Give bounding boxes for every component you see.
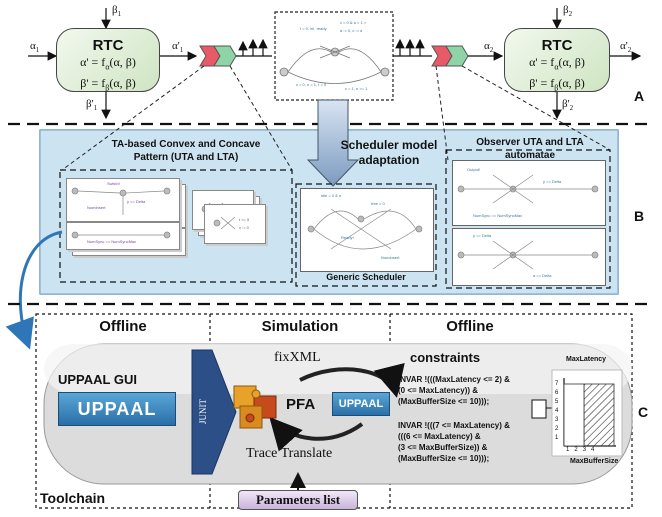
generic-scheduler-label: Generic Scheduler <box>326 272 406 282</box>
chart-ylabel: MaxLatency <box>566 356 607 363</box>
parameters-list-box[interactable]: Parameters list <box>238 490 358 510</box>
rtc-right-title: RTC <box>541 37 573 54</box>
uppaal-gui-label: UPPAAL GUI <box>58 372 137 387</box>
rtc-block-right: RTC α' = fα(α, β) β' = fβ(α, β) <box>504 28 610 93</box>
svg-text:y == Delta: y == Delta <box>543 179 562 184</box>
invar-constraint-2: INVAR !(((7 <= MaxLatency) & (((6 <= Max… <box>398 421 510 463</box>
rtc-block-left: RTC α' = fα(α, β) β' = fβ(α, β) <box>56 28 160 93</box>
rtc-right-f1: α' = fα(α, β) <box>529 55 585 72</box>
fixxml-label: fixXML <box>274 350 321 365</box>
svg-text:NumInsert: NumInsert <box>87 205 106 210</box>
svg-text:x := 0: x := 0 <box>239 225 250 230</box>
adaptation-arrow <box>306 99 360 187</box>
chart-ytick: 3 <box>555 417 559 423</box>
chart-ytick: 6 <box>555 390 559 396</box>
beta2-label: β2 <box>563 4 573 19</box>
pattern-dashbox <box>59 169 293 283</box>
pattern-card-small-2: t <= 5 x := 0 <box>204 204 266 244</box>
svg-text:c = 0 & a = 1 >: c = 0 & a = 1 > <box>340 20 367 25</box>
chart-xtick: 3 <box>582 447 587 453</box>
chart-ytick: 1 <box>555 435 559 441</box>
svg-text:Switch!: Switch! <box>107 181 120 186</box>
rtc-right-f2: β' = fβ(α, β) <box>529 76 585 93</box>
observer-dashbox <box>445 149 611 289</box>
connector-box <box>531 399 547 419</box>
toolchain-label: Toolchain <box>40 490 106 506</box>
rtc-left-title: RTC <box>92 37 124 54</box>
chart-xlabel: MaxBufferSize <box>570 458 619 465</box>
section-b-label: B <box>634 208 645 224</box>
svg-text:free = 0: free = 0 <box>371 201 385 206</box>
svg-text:t = 0, in!, ready: t = 0, in!, ready <box>300 26 327 31</box>
chart-ytick: 7 <box>555 381 559 387</box>
generic-scheduler-model: idle = 0 & n free = 0 Ready! NumInsert <box>300 188 434 272</box>
constraints-label: constraints <box>410 350 481 365</box>
svg-text:NumInsert: NumInsert <box>381 255 400 260</box>
offline-right-heading: Offline <box>446 318 494 335</box>
rtc-left-f2: β' = fβ(α, β) <box>80 76 136 93</box>
lta-pattern-card: NumSync == NumSyncMax <box>66 222 180 250</box>
alpha2-label: α2 <box>484 40 494 55</box>
scheduler-adaptation-title: Scheduler model adaptation <box>340 138 438 167</box>
svg-text:c = 0, n = 1, t = 0: c = 0, n = 1, t = 0 <box>296 82 327 87</box>
svg-text:idle = 0 & n: idle = 0 & n <box>321 193 341 198</box>
pattern-block-left <box>199 45 237 67</box>
chart-ytick: 5 <box>555 399 559 405</box>
svg-text:y == Delta: y == Delta <box>473 233 492 238</box>
trace-translate-label: Trace Translate <box>246 446 333 461</box>
alpha2p-label: α'2 <box>620 40 632 55</box>
alpha1-label: α1 <box>30 40 40 55</box>
beta1-label: β1 <box>112 4 122 19</box>
scheduler-dashbox <box>295 183 437 287</box>
invar-constraint-1: INVAR !(((MaxLatency <= 2) & (0 <= MaxLa… <box>398 375 510 406</box>
pfa-label: PFA <box>286 396 316 413</box>
chart-yticks: 7 6 5 4 3 2 1 <box>555 380 563 443</box>
flow-arrow <box>5 230 63 350</box>
svg-text:Output!: Output! <box>467 167 480 172</box>
svg-text:a == Delta: a == Delta <box>533 273 552 278</box>
beta1p-label: β'1 <box>86 98 98 113</box>
uppaal-logo-small[interactable]: UPPAAL <box>332 392 390 416</box>
junit-arrow <box>191 349 237 475</box>
svg-text:a := 0, c := d: a := 0, c := d <box>340 28 362 33</box>
junit-label: JUNIT <box>198 399 208 425</box>
rtc-left-f1: α' = fα(α, β) <box>80 55 136 72</box>
uppaal-logo[interactable]: UPPAAL <box>58 392 176 426</box>
pattern-title: TA-based Convex and Concave Pattern (UTA… <box>111 139 261 163</box>
svg-text:NumSync == NumSyncMax: NumSync == NumSyncMax <box>473 213 522 218</box>
svg-text:c = 1, n >= 1: c = 1, n >= 1 <box>345 86 368 91</box>
chart-xtick: 4 <box>591 447 595 453</box>
chart-xtick: 2 <box>574 447 578 453</box>
svg-text:NumSync == NumSyncMax: NumSync == NumSyncMax <box>87 239 136 244</box>
observer-lta-model: y == Delta a == Delta <box>452 228 606 286</box>
puzzle-icon <box>233 385 277 429</box>
maxlatency-chart <box>551 369 623 457</box>
chart-ytick: 2 <box>555 426 559 432</box>
chart-ytick: 4 <box>555 408 559 414</box>
pattern-block-right <box>431 45 469 67</box>
svg-text:y <= Delta: y <= Delta <box>127 199 146 204</box>
trace-arrow <box>269 417 364 452</box>
offline-left-heading: Offline <box>99 318 147 335</box>
section-a-label: A <box>634 88 645 104</box>
svg-text:Ready!: Ready! <box>341 235 354 240</box>
fixxml-arrow <box>299 362 405 398</box>
beta2p-label: β'2 <box>562 98 574 113</box>
alpha1p-label: α'1 <box>172 40 184 55</box>
section-c-label: C <box>638 404 649 420</box>
observer-title: Observer UTA and LTA automatae <box>476 137 584 161</box>
svg-text:t <= 5: t <= 5 <box>239 217 250 222</box>
chart-xtick: 1 <box>566 447 570 453</box>
simulation-heading: Simulation <box>261 318 339 335</box>
